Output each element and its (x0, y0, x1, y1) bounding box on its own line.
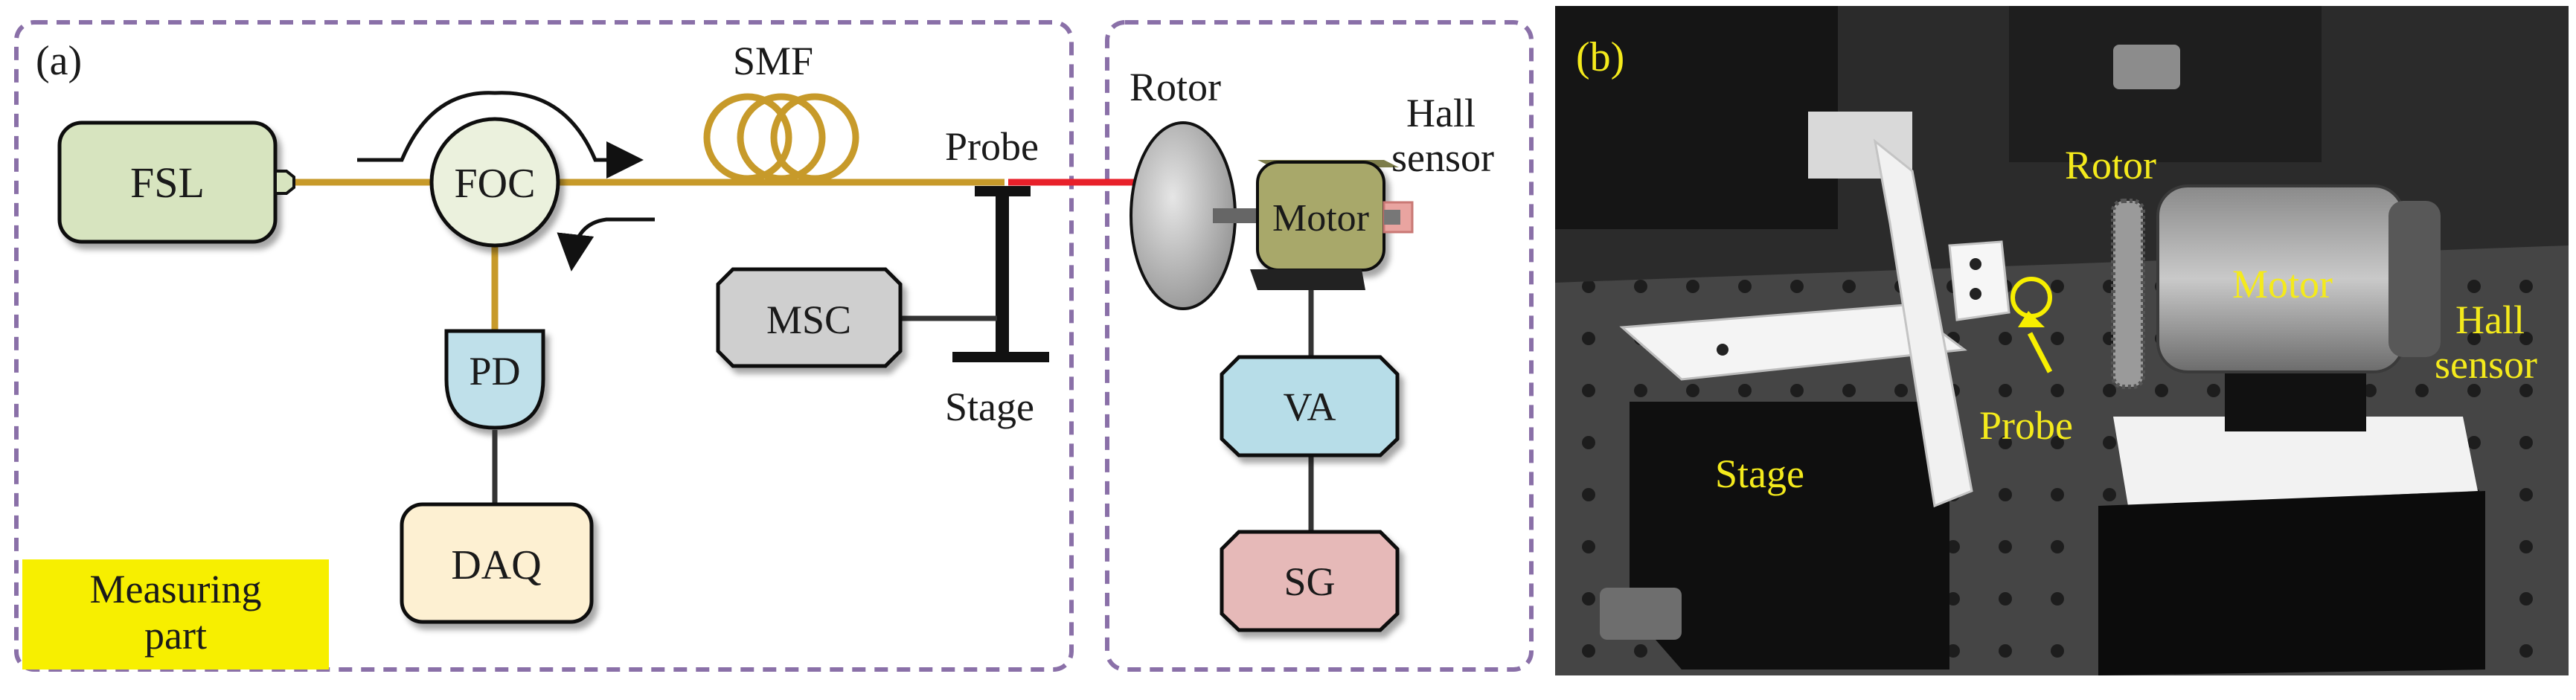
photo-stage-label: Stage (1715, 452, 1804, 496)
foc-bottom-arrow (557, 217, 655, 272)
fsl-connector (274, 170, 295, 195)
measuring-frame (14, 20, 1074, 672)
bracket-screw-3 (1717, 344, 1728, 356)
bg-cable-reel (2113, 45, 2180, 89)
bracket-screw-1 (1970, 258, 1981, 270)
stage-block (1630, 402, 1949, 670)
stage-knob (1600, 588, 1682, 640)
smf-label: SMF (733, 39, 813, 83)
measuring-part-line1: Measuring (90, 567, 262, 611)
stage-label: Stage (945, 385, 1034, 429)
bg-equipment-1 (1555, 6, 1838, 229)
va-box (1220, 355, 1400, 457)
measuring-part-badge (22, 559, 329, 670)
sg-box (1220, 530, 1400, 632)
white-bracket-upright (1873, 138, 1973, 508)
probe-pointer-head (2018, 311, 2045, 327)
photo-rotor-gear (2111, 199, 2145, 389)
pd-label: PD (469, 349, 520, 394)
bracket-screw-2 (1970, 288, 1981, 300)
photo-motor-label: Motor (2232, 262, 2333, 306)
photo-motor-endcap (2388, 201, 2441, 357)
sg-label: SG (1284, 559, 1335, 604)
panel-a-tag: (a) (36, 38, 82, 84)
photo-hall-line1: Hall (2455, 298, 2525, 342)
probe-pointer-arrow (2027, 332, 2053, 373)
motor-base (1250, 269, 1365, 290)
panel-b-photo: (b) Rotor Motor Hall sensor Probe Stage (1555, 6, 2569, 675)
photo-probe-label: Probe (1979, 403, 2073, 448)
motor-dark-base (2098, 491, 2485, 675)
msc-label: MSC (766, 298, 851, 342)
foc-label: FOC (455, 161, 536, 207)
probe-label: Probe (945, 124, 1039, 169)
photo-hall-line2: sensor (2435, 342, 2537, 387)
photo-rotor-label: Rotor (2065, 143, 2156, 187)
hall-sensor-core (1384, 210, 1400, 225)
panel-b-tag: (b) (1576, 34, 1624, 80)
probe-holder-top (975, 186, 1031, 196)
measuring-part-line2: part (144, 613, 207, 658)
panel-a: (a) SMF FSL FOC PD DAQ Probe (14, 20, 1534, 672)
rotor-shaft (1213, 208, 1265, 223)
pd-shape (444, 329, 545, 430)
hall-sensor-line1: Hall (1406, 91, 1476, 135)
white-bracket-tip (1948, 240, 2011, 321)
white-bracket-plate (1619, 304, 1967, 381)
daq-label: DAQ (451, 542, 541, 588)
fsl-label: FSL (130, 158, 205, 207)
daq-box (400, 502, 594, 624)
stage-base (952, 352, 1049, 362)
motor-white-base (2113, 417, 2478, 506)
msc-box (716, 267, 903, 368)
stage-post (996, 192, 1009, 356)
rotor-label: Rotor (1130, 65, 1221, 109)
foc-top-arrow (357, 91, 644, 179)
hall-sensor-line2: sensor (1391, 135, 1494, 180)
smf-coil (703, 93, 859, 182)
va-label: VA (1283, 385, 1336, 429)
foc-circle (429, 117, 560, 248)
rotating-frame (1105, 20, 1534, 672)
motor-label: Motor (1272, 197, 1369, 240)
